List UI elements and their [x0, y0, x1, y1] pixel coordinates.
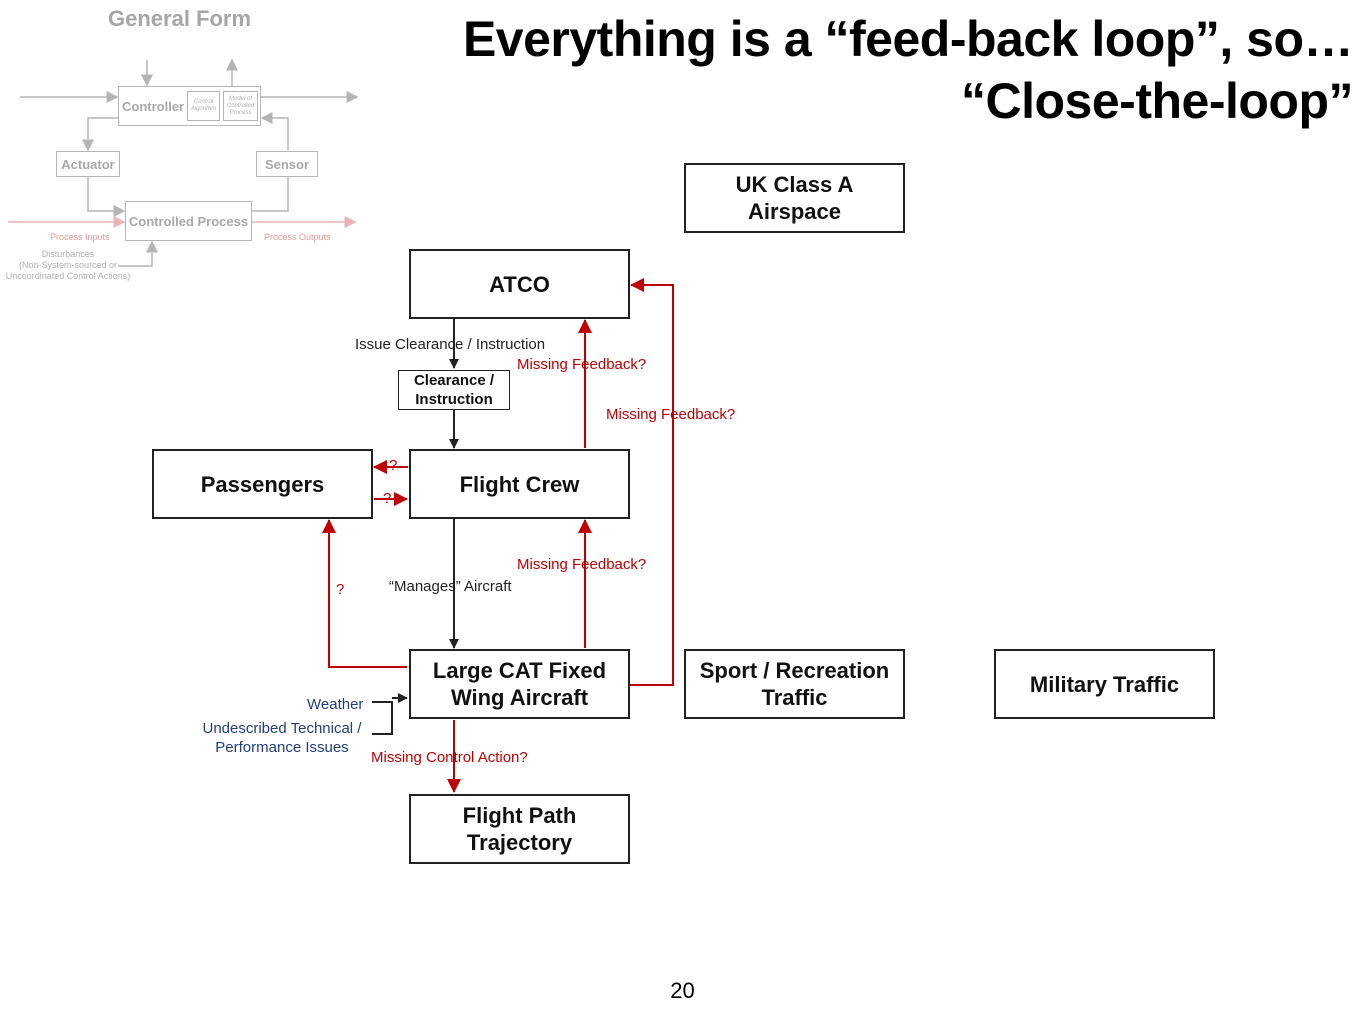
sport-line-2: Traffic — [761, 685, 828, 710]
missing-feedback-label-3: Missing Feedback? — [517, 556, 647, 573]
gf-controlled-process-box: Controlled Process — [125, 201, 252, 241]
undescribed-line-2: Performance Issues — [215, 739, 349, 756]
missing-feedback-label-1: Missing Feedback? — [517, 356, 647, 373]
military-traffic-box: Military Traffic — [994, 649, 1215, 719]
slide-title: Everything is a “feed-back loop”, so… “C… — [353, 8, 1354, 132]
missing-control-action-label: Missing Control Action? — [371, 749, 528, 766]
gf-process-model: Model of Controlled Process — [223, 91, 258, 121]
clearance-line-2: Instruction — [415, 391, 493, 408]
general-form-connectors — [8, 58, 359, 267]
title-line-2: “Close-the-loop” — [961, 73, 1353, 129]
missing-feedback-label-2: Missing Feedback? — [606, 406, 736, 423]
gf-control-algorithm: Control Algorithm — [187, 91, 220, 121]
gf-disturbances-line-2: (Non-System-sourced or — [18, 260, 118, 270]
undescribed-issues-label: Undescribed Technical / Performance Issu… — [196, 719, 368, 757]
title-line-1: Everything is a “feed-back loop”, so… — [462, 11, 1354, 67]
gf-disturbances-line-1: Disturbances — [41, 249, 95, 259]
issue-clearance-label: Issue Clearance / Instruction — [355, 336, 546, 353]
trajectory-line-2: Trajectory — [466, 830, 573, 855]
weather-label: Weather — [307, 696, 364, 713]
gf-sensor-box: Sensor — [256, 151, 318, 177]
atco-box: ATCO — [409, 249, 630, 319]
gf-controller-label: Controller — [122, 98, 185, 114]
clearance-instruction-box: Clearance / Instruction — [398, 370, 510, 410]
flight-crew-box: Flight Crew — [409, 449, 630, 519]
gf-actuator-box: Actuator — [56, 151, 120, 177]
passenger-question-label-2: ? — [383, 490, 392, 507]
clearance-line-1: Clearance / — [413, 372, 495, 389]
uk-airspace-line-1: UK Class A — [735, 172, 854, 197]
sport-line-1: Sport / Recreation — [699, 658, 890, 683]
aircraft-line-1: Large CAT Fixed — [432, 658, 607, 683]
passengers-box: Passengers — [152, 449, 373, 519]
passenger-question-label-1: ? — [389, 457, 398, 474]
manages-aircraft-label: “Manages” Aircraft — [389, 578, 512, 595]
undescribed-line-1: Undescribed Technical / — [202, 720, 362, 737]
trajectory-line-1: Flight Path — [462, 803, 577, 828]
gf-disturbances: Disturbances (Non-System-sourced or Unco… — [4, 249, 132, 282]
aircraft-line-2: Wing Aircraft — [450, 685, 589, 710]
gf-process-outputs: Process Outputs — [264, 232, 331, 242]
general-form-title: General Form — [108, 6, 252, 31]
gf-controller-box: Controller — [118, 86, 261, 126]
passenger-question-label-3: ? — [336, 581, 345, 598]
gf-disturbances-line-3: Uncoordinated Control Actions) — [5, 271, 131, 281]
uk-airspace-line-2: Airspace — [748, 199, 841, 224]
page-number: 20 — [670, 978, 695, 1003]
gf-process-inputs: Process Inputs — [50, 232, 110, 242]
